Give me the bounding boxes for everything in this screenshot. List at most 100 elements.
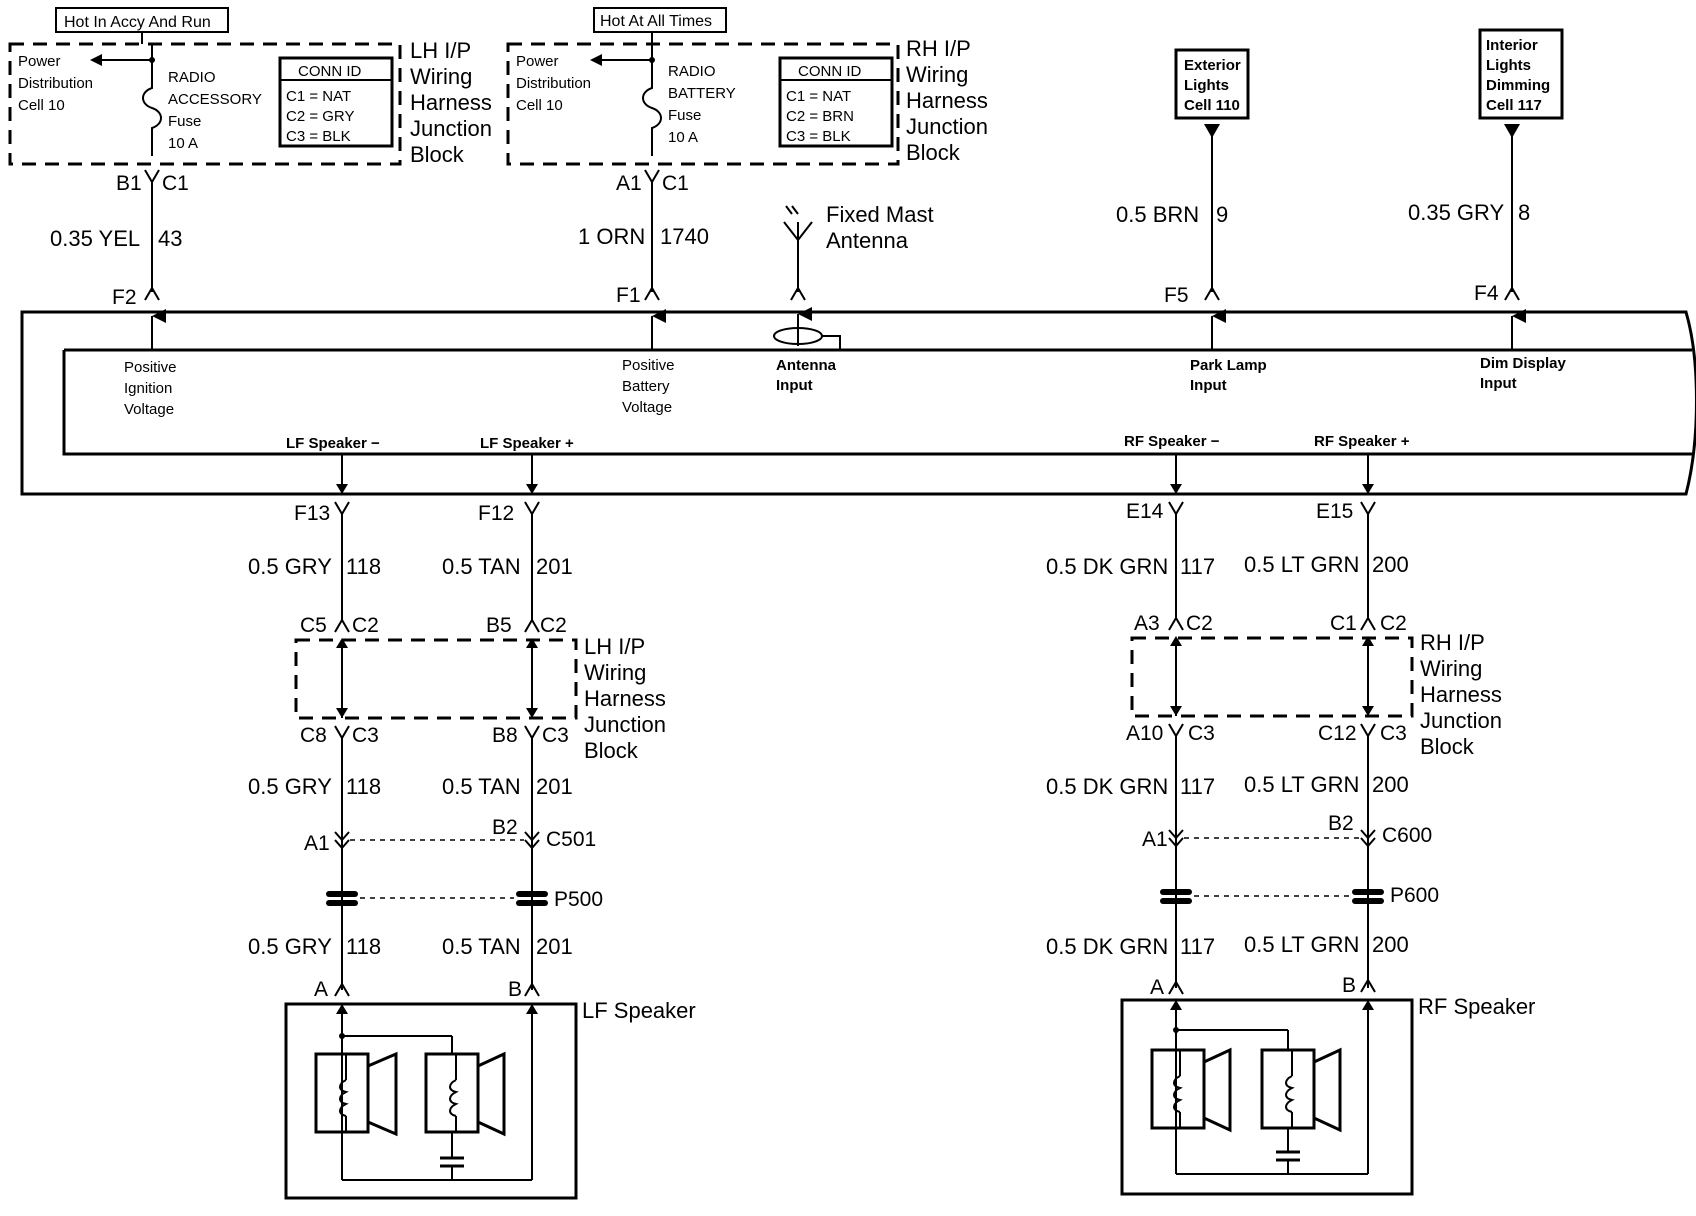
svg-text:0.5 BRN: 0.5 BRN [1116,202,1199,227]
svg-text:0.5 GRY: 0.5 GRY [248,774,332,799]
svg-text:A1: A1 [1142,828,1168,851]
lf-speaker [284,1002,578,1200]
c600-label: C600 [1382,824,1432,847]
rf-speaker [1120,998,1414,1196]
c501-label: C501 [546,828,596,851]
svg-text:0.5 TAN: 0.5 TAN [442,554,521,579]
svg-text:Interior Lights Di: Interior Lights Dimming Cell 117 [1486,37,1554,114]
svg-text:0.5 LT GRN: 0.5 LT GRN [1244,772,1359,797]
rf-speaker-label: RF Speaker [1418,994,1535,1019]
lh-ip-junction-block-name: LH I/P Wiring Harness Junction Block [584,634,672,763]
svg-text:200: 200 [1372,772,1409,797]
rh-ip-block-name: RH I/P Wiring Harness Junction Block [906,36,994,165]
svg-text:F13: F13 [294,502,330,525]
exterior-lights-ref: Exterior Lights Cell 110 [1174,48,1250,292]
left-speaker-circuit: 0.5 GRY 118 0.5 TAN 201 C5 C2 B5 C2 LH I… [248,514,696,1200]
svg-text:C8: C8 [300,724,327,747]
positive-ignition-label: Positive Ignition Voltage [124,359,181,418]
svg-text:F4: F4 [1474,282,1499,305]
svg-text:C3: C3 [1380,722,1407,745]
power-distribution-text: Power Distribution Cell 10 [18,53,97,114]
svg-text:C2: C2 [1380,612,1407,635]
svg-text:B2: B2 [492,816,518,839]
svg-text:0.5 TAN: 0.5 TAN [442,774,521,799]
conn-id-values-2: C1 = NAT C2 = BRN C3 = BLK [786,88,858,145]
rh-ip-junction-dashed-box [1130,636,1414,718]
rf-speaker-minus-label: RF Speaker − [1124,433,1220,450]
svg-text:A1: A1 [304,832,330,855]
svg-text:C5: C5 [300,614,327,637]
lh-ip-junction-block-top: Hot In Accy And Run Power Distribution C… [8,7,498,292]
interior-dimming-ref: Interior Lights Dimming Cell 117 [1478,28,1564,292]
svg-text:201: 201 [536,774,573,799]
speaker-icon [1150,1048,1206,1130]
svg-text:A3: A3 [1134,612,1160,635]
dim-display-input-label: Dim Display Input [1480,355,1570,392]
svg-text:0.5 DK GRN: 0.5 DK GRN [1046,554,1168,579]
svg-text:C12: C12 [1318,722,1357,745]
svg-text:A10: A10 [1126,722,1163,745]
positive-battery-label: Positive Battery Voltage [622,357,679,416]
svg-text:0.35 YEL: 0.35 YEL [50,226,140,251]
radio-inner-box [62,348,1692,456]
park-lamp-input-label: Park Lamp Input [1190,357,1271,394]
radio-battery-fuse-text: RADIO BATTERY Fuse 10 A [668,63,740,146]
svg-text:43: 43 [158,226,182,251]
speaker-icon [1260,1048,1316,1130]
svg-text:0.35 GRY: 0.35 GRY [1408,200,1505,225]
svg-text:A: A [1150,976,1164,999]
svg-text:E15: E15 [1316,500,1353,523]
svg-text:117: 117 [1180,934,1215,959]
speaker-icon [424,1052,480,1134]
p600-label: P600 [1390,884,1439,907]
svg-text:F5: F5 [1164,284,1189,307]
svg-text:C1: C1 [662,172,689,195]
svg-text:B8: B8 [492,724,518,747]
right-speaker-circuit: 0.5 DK GRN 117 0.5 LT GRN 200 A3 C2 C1 C… [1046,514,1535,1196]
fixed-mast-antenna-label: Fixed Mast Antenna [826,202,940,253]
svg-text:200: 200 [1372,552,1409,577]
svg-text:A1: A1 [616,172,642,195]
svg-text:F1: F1 [616,284,641,307]
svg-text:B: B [508,978,522,1001]
svg-text:0.5 DK GRN: 0.5 DK GRN [1046,774,1168,799]
radio-outer-box [20,310,1696,496]
radio-accessory-fuse-text: RADIO ACCESSORY Fuse 10 A [168,69,266,152]
conn-id-values: C1 = NAT C2 = GRY C3 = BLK [286,88,358,145]
svg-text:C1: C1 [1330,612,1357,635]
svg-text:A: A [314,978,328,1001]
lf-speaker-minus-label: LF Speaker − [286,435,380,452]
conn-id-table-2 [778,56,894,148]
svg-text:E14: E14 [1126,500,1164,523]
svg-text:C2: C2 [540,614,567,637]
svg-text:0.5 LT GRN: 0.5 LT GRN [1244,932,1359,957]
svg-text:8: 8 [1518,200,1530,225]
hot-all-label-box [593,7,727,33]
svg-text:Exterior Lights Ce: Exterior Lights Cell 110 [1184,57,1245,114]
svg-text:1 ORN: 1 ORN [578,224,645,249]
hot-accy-label: Hot In Accy And Run [64,14,211,31]
svg-text:0.5 DK GRN: 0.5 DK GRN [1046,934,1168,959]
pass-through-grommet-icon [1160,889,1192,895]
fuse-icon [142,44,162,156]
rh-ip-junction-block-name: RH I/P Wiring Harness Junction Block [1420,630,1508,759]
antenna-icon: Fixed Mast Antenna [783,202,940,292]
radio-bottom-pins: F13 F12 E14 E15 [294,500,1376,525]
lh-ip-block-name: LH I/P Wiring Harness Junction Block [410,38,498,167]
radio-module: Positive Ignition Voltage Positive Batte… [20,307,1696,496]
arrow-left-icon [590,54,602,66]
svg-text:B: B [1342,974,1356,997]
radio-top-pins: F2 F1 F5 F4 [112,282,1520,309]
p500-label: P500 [554,888,603,911]
hot-all-label: Hot At All Times [600,13,712,30]
lh-ip-junction-dashed-box [294,638,578,720]
svg-text:B5: B5 [486,614,512,637]
svg-text:0.5 LT GRN: 0.5 LT GRN [1244,552,1359,577]
svg-text:C1: C1 [162,172,189,195]
antenna-input-label: Antenna Input [776,357,840,394]
pass-through-grommet-icon [326,891,358,897]
svg-text:B1: B1 [116,172,142,195]
svg-text:0.5 GRY: 0.5 GRY [248,554,332,579]
svg-text:C2: C2 [352,614,379,637]
svg-text:CONN ID: CONN ID [298,63,362,80]
